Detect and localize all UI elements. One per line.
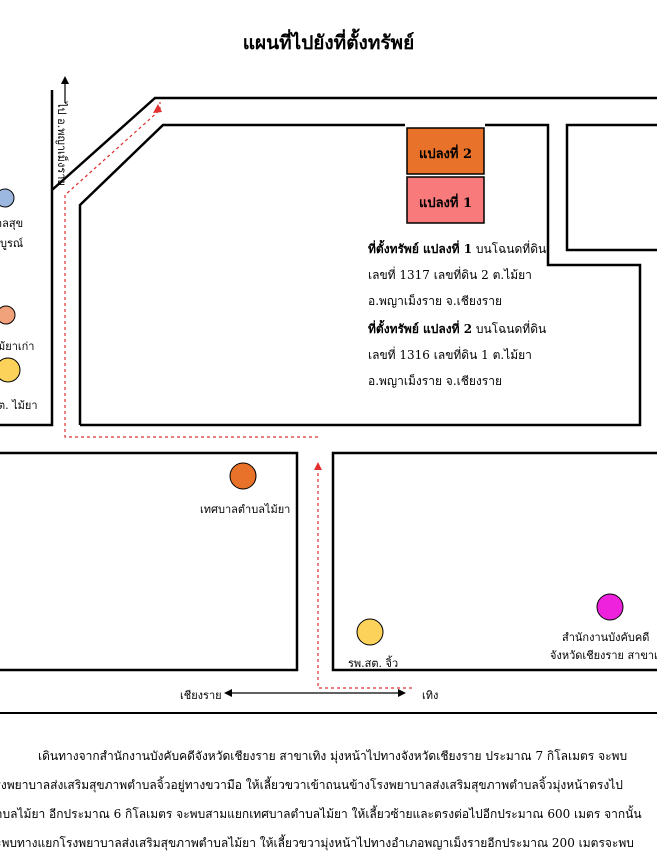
parcel-1-line3: อ.พญาเม็งราย จ.เชียงราย [368, 294, 502, 308]
directions-line-4: จะพบทางแยกโรงพยาบาลส่งเสริมสุขภาพตำบลไม้… [0, 836, 634, 850]
north-arrow-head [61, 76, 69, 84]
thoeng-label: เทิง [422, 689, 439, 702]
north-road-label: ไป อ.พญาเม็งราย [54, 102, 68, 186]
maiya-old-label: ม้ยาเก่า [0, 340, 35, 353]
health-center-label-1: าลสุข [0, 217, 24, 230]
parcel-1-line1: บนโฉนดที่ดิน [472, 242, 547, 256]
parcel-2-line3: อ.พญาเม็งราย จ.เชียงราย [368, 374, 502, 388]
parcel-1-label: แปลงที่ 1 [418, 196, 473, 211]
marker-health-center [0, 188, 15, 208]
directions-line-3: ตำบลไม้ยา อีกประมาณ 6 กิโลเมตร จะพบสามแย… [0, 807, 642, 821]
road-edge-upper-block [78, 123, 642, 427]
chiangrai-label: เชียงราย [180, 689, 222, 702]
route-arrow-top [153, 104, 162, 113]
marker-enforcement-office [596, 593, 624, 621]
marker-hospital [356, 618, 384, 646]
directions-paragraph: เดินทางจากสำนักงานบังคับคดีจังหวัดเชียงร… [0, 742, 657, 858]
parcel-2-info: ที่ตั้งทรัพย์ แปลงที่ 2 บนโฉนดที่ดิน เลข… [368, 316, 546, 394]
health-center-label-2: บูรณ์ [0, 237, 24, 250]
page-title: แผนที่ไปยังที่ตั้งทรัพย์ [242, 32, 415, 54]
road-edge-right-block [565, 123, 657, 252]
parcel-2-heading: ที่ตั้งทรัพย์ แปลงที่ 2 [368, 322, 473, 336]
parcel-1-heading: ที่ตั้งทรัพย์ แปลงที่ 1 [368, 242, 473, 256]
directions-line-2: โรงพยาบาลส่งเสริมสุขภาพตำบลจิ้วอยู่ทางขว… [0, 778, 623, 792]
road-edge-lower-left [0, 451, 299, 672]
parcel-1-box [406, 176, 485, 224]
marker-maiya-school [0, 357, 21, 383]
parcel-2-line1: บนโฉนดที่ดิน [472, 322, 547, 336]
road-edge-left-block [0, 90, 54, 427]
parcel-2-box [406, 127, 485, 175]
marker-municipality [229, 462, 257, 490]
municipality-label: เทศบาลตำบลไม้ยา [200, 503, 291, 516]
office-label-1: สำนักงานบังคับคดี [562, 631, 650, 644]
chiangrai-arrow-right [398, 689, 406, 697]
parcel-1-line2: เลขที่ 1317 เลขที่ดิน 2 ต.ไม้ยา [368, 268, 532, 282]
route-arrow-up [314, 462, 322, 470]
parcel-2-label: แปลงที่ 2 [418, 147, 473, 162]
office-label-2: จังหวัดเชียงราย สาขาเทิ [550, 649, 657, 662]
location-map [0, 76, 657, 714]
parcel-1-info: ที่ตั้งทรัพย์ แปลงที่ 1 บนโฉนดที่ดิน เลข… [368, 236, 546, 314]
route-path [64, 102, 412, 689]
parcel-2-line2: เลขที่ 1316 เลขที่ดิน 1 ต.ไม้ยา [368, 348, 532, 362]
road-edge-top [51, 96, 657, 191]
road-edge-lower-right [331, 451, 657, 672]
chiangrai-arrow-left [224, 689, 232, 697]
marker-maiya-old [0, 305, 16, 325]
maiya-school-label: ต. ไม้ยา [0, 399, 38, 412]
hospital-label: รพ.สต. จิ้ว [348, 657, 399, 670]
directions-line-1: เดินทางจากสำนักงานบังคับคดีจังหวัดเชียงร… [38, 749, 628, 763]
